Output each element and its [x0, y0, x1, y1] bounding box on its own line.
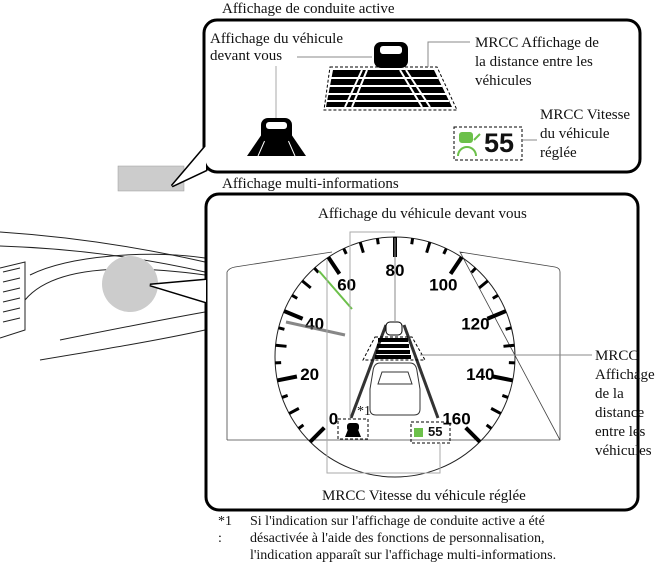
speed-tick-label: 120 [461, 315, 489, 334]
speed-tick-label: 160 [442, 410, 470, 429]
distance-label-line1: MRCC Affichage de [475, 35, 599, 51]
speed-tick-label: 140 [466, 365, 494, 384]
mrcc-icon [457, 132, 481, 157]
minor-tick [501, 393, 509, 399]
vehicle-ahead-label-line1: Affichage du véhicule [210, 31, 344, 47]
distance-label-line: Affichage [595, 367, 655, 383]
leader-line [427, 41, 470, 67]
major-tick [276, 374, 298, 383]
speed-tick-label: 100 [429, 276, 457, 295]
distance-label-line2: la distance entre les [475, 54, 593, 70]
car-ahead-icon-small [385, 321, 403, 336]
set-speed-value-small: 55 [428, 424, 443, 439]
major-tick [283, 309, 304, 321]
set-speed-label: MRCC Vitesse du véhicule réglée [322, 488, 526, 504]
minor-tick [291, 294, 298, 300]
set-speed-marker [318, 270, 353, 310]
minor-tick [301, 279, 312, 290]
major-tick [492, 374, 514, 383]
minor-tick [503, 343, 515, 348]
minor-tick [297, 423, 305, 430]
footnote-line: désactivée à l'aide des fonctions de per… [250, 531, 545, 546]
distance-label-line: véhicules [595, 443, 652, 459]
minor-tick [288, 407, 300, 415]
minor-tick [281, 393, 289, 399]
distance-label-line: de la [595, 386, 624, 402]
minor-tick [278, 326, 285, 331]
distance-grid-icon [323, 42, 458, 111]
cluster-outline [226, 251, 561, 441]
distance-label-line: distance [595, 405, 645, 421]
set-speed-value: 55 [484, 128, 515, 158]
minor-tick [485, 423, 493, 430]
minor-tick [342, 247, 348, 255]
car-ahead-icon [374, 42, 408, 68]
major-tick [464, 426, 482, 444]
set-speed-frame [453, 126, 523, 161]
minor-tick [425, 241, 432, 254]
major-tick [326, 256, 342, 275]
footnote-marker: *1 [357, 404, 371, 419]
major-tick [308, 426, 326, 444]
minor-tick [410, 238, 415, 245]
minor-tick [375, 238, 380, 245]
minor-tick [313, 267, 320, 274]
set-speed-label-line2: du véhicule [540, 126, 610, 142]
hud-location [117, 165, 185, 192]
leader-line [326, 260, 441, 474]
major-tick [486, 309, 507, 321]
cluster-highlight [102, 256, 158, 312]
dashboard-sketch [0, 231, 206, 361]
minor-tick [505, 326, 512, 331]
minor-tick [490, 407, 502, 415]
distance-label-line: MRCC [595, 348, 639, 364]
footnote-line: Si l'indication sur l'affichage de condu… [250, 514, 545, 529]
set-speed-label-line1: MRCC Vitesse [540, 107, 631, 123]
distance-label-line: entre les [595, 424, 646, 440]
speed-tick-label: 0 [329, 410, 338, 429]
minor-tick [470, 267, 477, 274]
minor-tick [442, 247, 448, 255]
active-driving-display-title: Affichage de conduite active [222, 1, 395, 17]
major-tick [448, 256, 464, 275]
set-speed-label-line3: réglée [540, 145, 577, 161]
multi-info-display-title: Affichage multi-informations [222, 176, 399, 192]
minor-tick [478, 279, 489, 290]
minor-tick [492, 294, 499, 300]
distance-label-line3: véhicules [475, 73, 532, 89]
speed-tick-label: 60 [337, 276, 356, 295]
distance-label: MRCC Affichage de la distance entre les … [595, 347, 655, 461]
speed-tick-label: 20 [300, 365, 319, 384]
small-car-ahead-icon [247, 118, 306, 157]
small-car-ahead-icon [345, 423, 361, 437]
footnote-line: l'indication apparaît sur l'affichage mu… [250, 548, 557, 563]
speedometer-ticks [275, 237, 515, 444]
minor-tick [275, 343, 287, 348]
minor-tick [358, 241, 365, 254]
footnote-indicator-frame [337, 418, 369, 440]
mrcc-icon-small [414, 428, 423, 437]
footnote-mark: *1 : [218, 514, 232, 546]
vehicle-ahead-label: Affichage du véhicule devant vous [318, 206, 527, 222]
vehicle-ahead-label-line2: devant vous [210, 48, 283, 64]
own-car-icon [369, 362, 421, 416]
leader-line [349, 231, 395, 417]
speed-needle [285, 320, 346, 337]
multi-info-display-panel [204, 192, 640, 512]
